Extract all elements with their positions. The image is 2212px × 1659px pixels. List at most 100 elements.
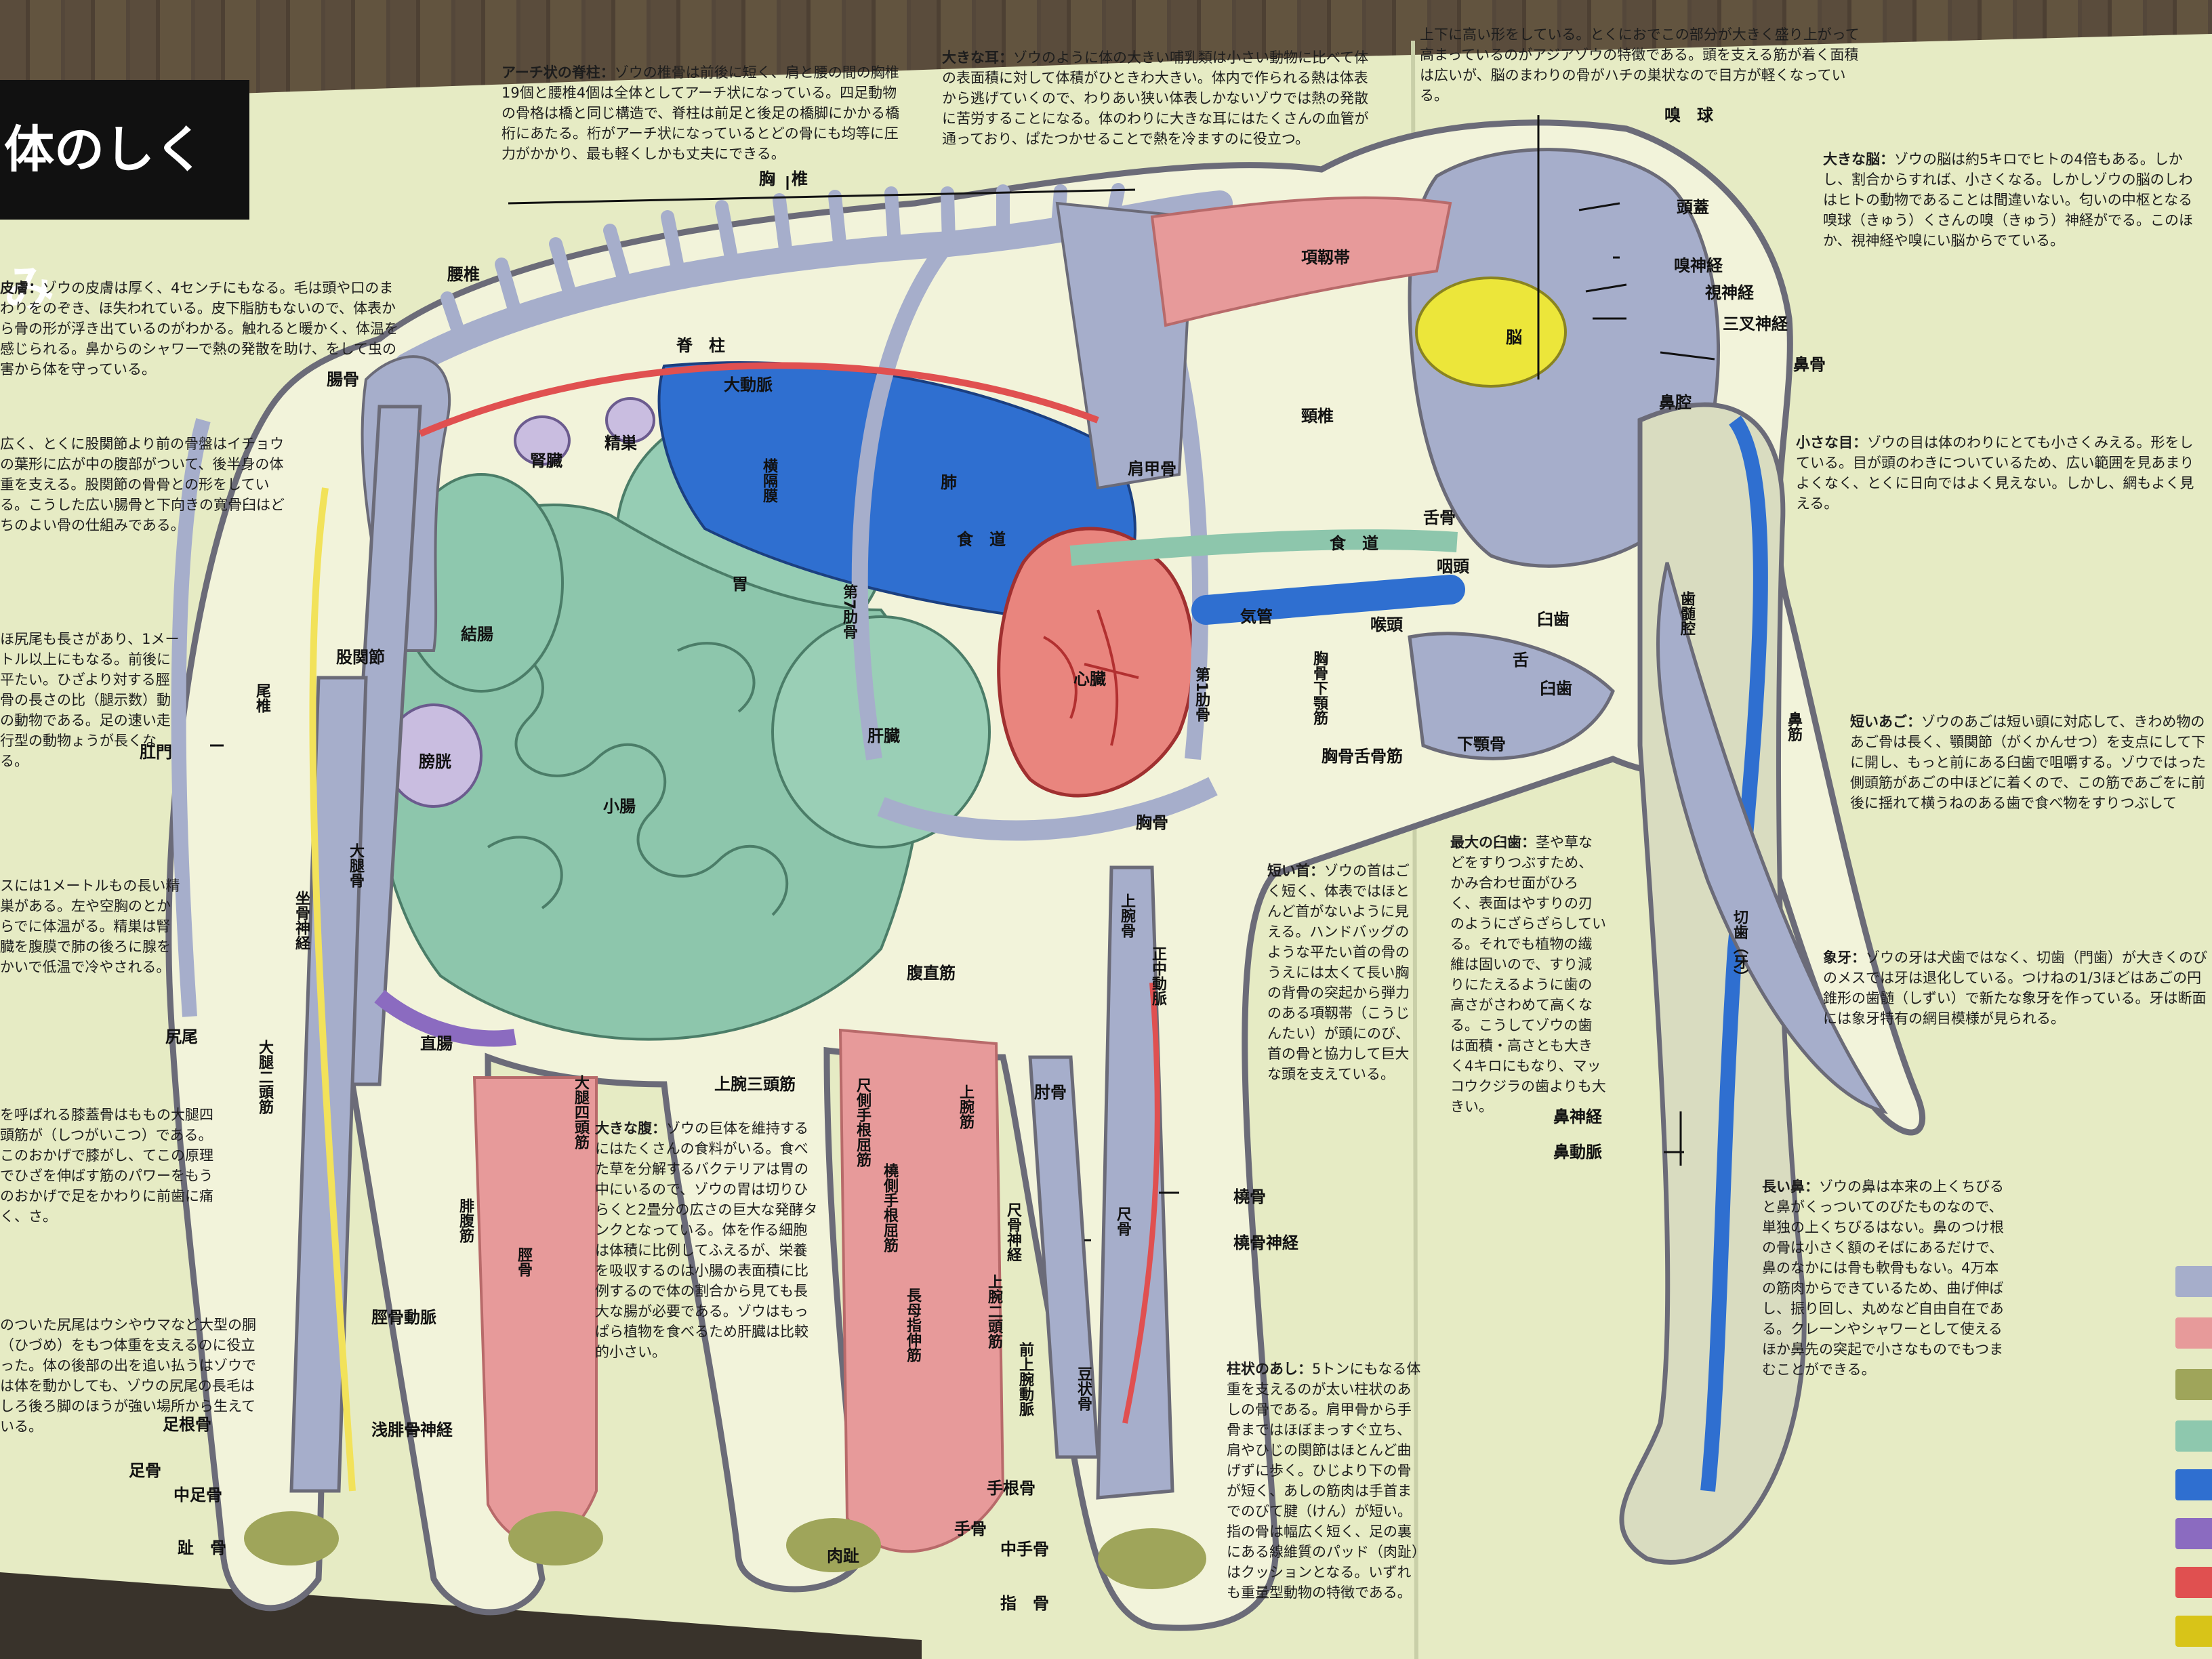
label-pharynx: 咽頭	[1437, 557, 1469, 576]
section-skin: 皮膚：ゾウの皮膚は厚く、4センチにもなる。毛は頭や口のまわりをのぞき、ほ失われて…	[0, 258, 400, 380]
panel-title: 体のしくみ	[0, 80, 249, 319]
label-anus: 肛門	[140, 743, 172, 762]
section-knee: を呼ばれる膝蓋骨はももの大腿四頭筋が（しつがいこつ）である。このおかげで膝がし、…	[0, 1084, 217, 1227]
brain-shape	[1415, 276, 1567, 388]
section-heading: 最大の臼歯：	[1450, 834, 1536, 851]
section-legs: 柱状のあし：5トンにもなる体重を支えるのが太い柱状のあしの骨である。肩甲骨から手…	[1227, 1338, 1423, 1603]
section-ear: 大きな耳：ゾウのように体の大きい哺乳類は小さい動物に比べて体の表面積に対して体積…	[942, 27, 1376, 149]
section-body: ゾウの椎骨は前後に短く、肩と腰の間の胸椎19個と腰椎4個は全体としてアーチ状にな…	[501, 64, 900, 162]
label-pulp: 歯髄腔	[1678, 591, 1695, 636]
pad-shape	[244, 1511, 339, 1565]
label-nasal-bone: 鼻骨	[1793, 355, 1826, 374]
forelimb-artery	[1122, 982, 1160, 1424]
section-body: ゾウのあごは短い頭に対応して、きわめ物のあご骨は長く、顎関節（がくかんせつ）を支…	[1850, 714, 2206, 811]
label-gastrocnemius: 腓腹筋	[457, 1198, 474, 1243]
label-humerus: 上腕骨	[1118, 893, 1135, 938]
label-ant-artery: 前上腕動脈	[1017, 1342, 1033, 1416]
label-colon: 結腸	[461, 625, 493, 644]
label-mandible: 下顎骨	[1457, 735, 1506, 754]
sternum-shape	[877, 777, 1218, 841]
rib-shape	[851, 245, 949, 760]
section-body: のついた尻尾はウシやウマなど大型の胴（ひづめ）をもつ体重を支えるのに役立った。体…	[0, 1317, 256, 1435]
section-tusk: 象牙：ゾウの牙は犬歯ではなく、切歯（門歯）が大きくのびのメスでは牙は退化している…	[1823, 927, 2209, 1029]
label-nasal-muscle: 鼻筋	[1785, 712, 1802, 741]
label-phalanx: 指 骨	[1000, 1594, 1049, 1613]
legend-swatch-artery	[2175, 1567, 2212, 1598]
section-body: ゾウの脳は約5キロでヒトの4倍もある。しかし、割合からすれば、小さくなる。しかし…	[1823, 151, 2193, 249]
label-rib7: 第7肋骨	[840, 584, 857, 640]
section-molar: 最大の臼歯：茎や草などをすりつぶすため、かみ合わせ面がひろく、表面はやすりの刃の…	[1450, 812, 1606, 1117]
label-hand: 手骨	[954, 1519, 987, 1538]
mandible-shape	[1408, 632, 1615, 760]
pad-shape	[1098, 1528, 1206, 1589]
label-spine: 脊 柱	[676, 336, 725, 355]
aorta-line	[419, 362, 1099, 437]
label-triceps: 上腕三頭筋	[714, 1075, 796, 1094]
label-rib1: 第1肋骨	[1193, 667, 1210, 722]
nasal-cavity-shape	[1700, 415, 1768, 1492]
legend-swatch-pad	[2175, 1369, 2212, 1400]
label-tarsal: 足根骨	[163, 1415, 211, 1434]
section-trunk: 長い鼻：ゾウの鼻は本来の上くちびると鼻がくっついてのびたものなので、単独の上くち…	[1762, 1156, 2013, 1380]
section-neck: 短い首：ゾウの首はごく短く、体表ではほとんど首がないように見える。ハンドバッグの…	[1267, 840, 1416, 1084]
label-pelvis: 腸骨	[327, 370, 359, 389]
liver-shape	[771, 615, 991, 848]
section-pelvis: 広く、とくに股関節より前の骨盤はイチョウの葉形に広が中の腹部がついて、後半身の体…	[0, 413, 291, 535]
section-body: ゾウの皮膚は厚く、4センチにもなる。毛は頭や口のまわりをのぞき、ほ失われている。…	[0, 280, 398, 377]
section-hind: のついた尻尾はウシやウマなど大型の胴（ひづめ）をもつ体重を支えるのに役立った。体…	[0, 1294, 258, 1437]
label-kidney: 腎臓	[530, 451, 562, 470]
label-larynx: 喉頭	[1370, 615, 1403, 634]
label-skull: 頭蓋	[1677, 198, 1709, 217]
section-heading: 大きな脳：	[1823, 151, 1894, 167]
label-fibular-nerve: 浅腓骨神経	[371, 1420, 453, 1439]
label-finger-ext: 長母指伸筋	[904, 1288, 921, 1362]
heart-shape	[997, 527, 1195, 798]
pad-shape	[508, 1511, 603, 1565]
label-brain: 脳	[1506, 328, 1522, 347]
legend-swatch-bone	[2175, 1266, 2212, 1297]
label-toe: 趾 骨	[178, 1538, 226, 1557]
label-tongue: 舌	[1513, 651, 1529, 670]
nuchal-ligament-shape	[1150, 196, 1452, 327]
intestine-coils	[459, 642, 789, 916]
label-ulnar-flexor: 尺側手根屈筋	[854, 1078, 871, 1167]
label-ulna: 尺骨	[1114, 1206, 1131, 1236]
label-hip-joint: 股関節	[336, 648, 385, 667]
legend-swatch-vessel	[2175, 1469, 2212, 1500]
legend-swatch-muscle	[2175, 1317, 2212, 1349]
heart-vessels	[1043, 609, 1139, 746]
label-thoracic: 胸 椎	[759, 169, 808, 188]
label-metacarpal: 中手骨	[1000, 1540, 1049, 1559]
section-heading: 大きな腹：	[595, 1120, 666, 1136]
label-caudal: 尾椎	[253, 683, 270, 713]
section-heading: 短い首：	[1267, 863, 1324, 879]
label-pad: 肉趾	[827, 1547, 859, 1565]
label-esophagus: 食 道	[957, 530, 1006, 549]
label-carpal: 手根骨	[987, 1479, 1036, 1498]
esophagus-shape	[1069, 529, 1458, 566]
label-optic-nerve: 視神経	[1705, 283, 1754, 302]
label-nasal-artery: 鼻動脈	[1553, 1143, 1602, 1162]
label-molar-upper: 臼歯	[1537, 610, 1570, 629]
label-scapula: 肩甲骨	[1128, 459, 1176, 478]
tail-shape	[171, 418, 211, 1017]
section-body: ゾウの首はごく短く、体表ではほとんど首がないように見える。ハンドバッグのような平…	[1267, 863, 1410, 1082]
label-sciatic: 坐骨神経	[293, 890, 310, 950]
section-heading: 短いあご：	[1850, 714, 1921, 730]
section-body: ゾウのように体の大きい哺乳類は小さい動物に比べて体の表面積に対して体積がひときわ…	[942, 49, 1369, 147]
label-metatarsal: 中足骨	[173, 1486, 222, 1504]
trachea-shape	[1191, 575, 1465, 625]
label-tibial-artery: 脛骨動脈	[371, 1308, 436, 1327]
label-biceps: 上腕二頭筋	[985, 1274, 1002, 1349]
section-body: ゾウの目は体のわりにとても小さくみえる。形をしている。目が頭のわきについているた…	[1796, 434, 2194, 512]
label-lung: 肺	[941, 473, 957, 492]
label-aorta: 大動脈	[724, 375, 773, 394]
label-tail: 尻尾	[165, 1027, 198, 1046]
kidney-shape	[514, 415, 571, 466]
section-arch: アーチ状の脊柱：ゾウの椎骨は前後に短く、肩と腰の間の胸椎19個と腰椎4個は全体と…	[501, 42, 901, 164]
label-trigeminal: 三叉神経	[1723, 314, 1788, 333]
label-olfactory-nerve: 嗅神経	[1674, 256, 1723, 275]
label-femur: 大腿骨	[347, 843, 364, 888]
forelimb-bone	[1028, 1055, 1100, 1459]
